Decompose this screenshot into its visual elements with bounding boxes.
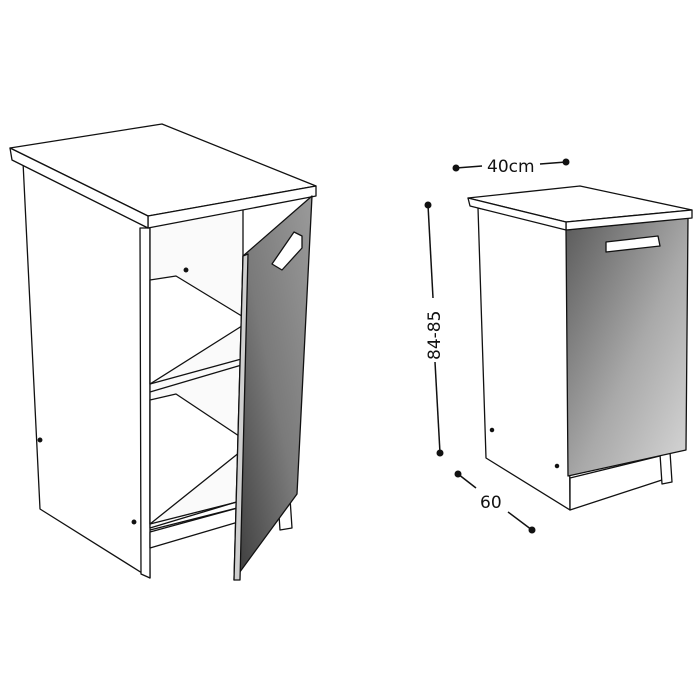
cabinet-side-panel bbox=[22, 161, 151, 579]
dimension-endpoint bbox=[436, 449, 444, 457]
depth-dimension: 60 bbox=[454, 470, 536, 534]
dimension-endpoint bbox=[452, 164, 460, 172]
height-label: 84-85 bbox=[425, 311, 445, 360]
assembly-screw bbox=[554, 463, 560, 469]
hinge-screw bbox=[183, 267, 189, 273]
dimension-endpoint bbox=[528, 526, 536, 534]
open-cabinet bbox=[9, 123, 317, 581]
cabinet-door-open bbox=[233, 195, 313, 581]
cabinet-leg bbox=[659, 451, 673, 485]
door-edge bbox=[233, 253, 249, 581]
assembly-screw bbox=[131, 519, 137, 525]
cabinet-door-closed bbox=[565, 217, 689, 477]
door-handle-icon bbox=[271, 231, 303, 271]
width-label: 40cm bbox=[487, 157, 535, 177]
dimension-endpoint bbox=[454, 470, 462, 478]
assembly-screw bbox=[489, 427, 495, 433]
cabinet-countertop-side bbox=[9, 147, 149, 229]
depth-label: 60 bbox=[480, 493, 502, 513]
assembly-screw bbox=[37, 437, 43, 443]
door-handle-icon bbox=[605, 235, 661, 253]
height-dimension: 84-85 bbox=[424, 201, 445, 457]
dimension-endpoint bbox=[562, 158, 570, 166]
dimension-endpoint bbox=[424, 201, 432, 209]
closed-cabinet bbox=[467, 185, 693, 511]
cabinet-countertop-side bbox=[467, 197, 567, 231]
cabinet-front-edge bbox=[139, 227, 151, 579]
width-dimension: 40cm bbox=[452, 157, 570, 177]
